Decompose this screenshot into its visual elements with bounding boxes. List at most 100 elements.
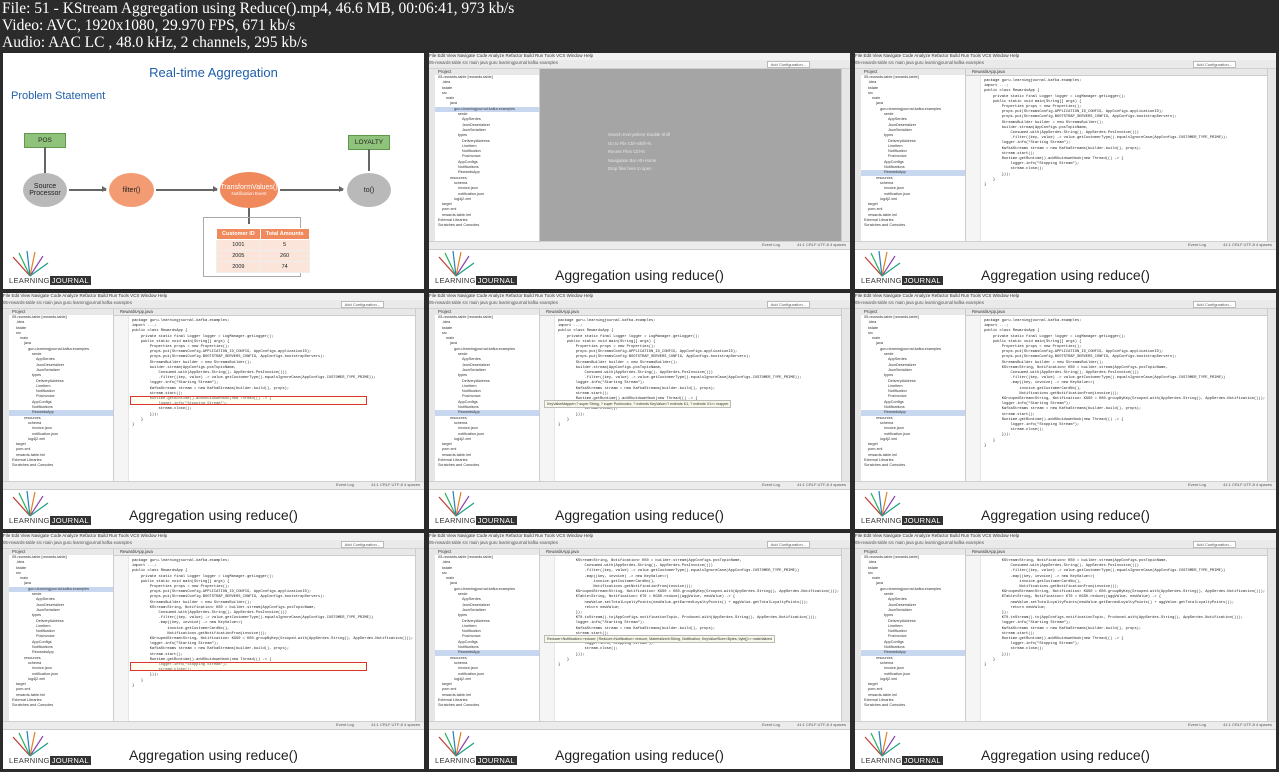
breadcrumb[interactable]: 05-rewards-table src main java guru lear… [429, 540, 558, 545]
tree-item[interactable]: notification.json [32, 671, 59, 676]
tree-item[interactable]: invoice.json [458, 426, 478, 431]
tree-item[interactable]: types [32, 373, 42, 378]
tree-item[interactable]: main [446, 336, 455, 341]
tree-item[interactable]: main [872, 336, 881, 341]
tree-item[interactable]: AppSerdes [888, 117, 907, 122]
tree-item[interactable]: JsonSerializer [888, 607, 912, 612]
tree-item[interactable]: Notification [462, 629, 481, 634]
tree-item[interactable]: AppSerdes [888, 597, 907, 602]
tree-item[interactable]: .idea [868, 560, 877, 565]
tree-item[interactable]: log4j2.xml [454, 436, 472, 441]
tree-item[interactable]: java [24, 581, 31, 586]
tree-item[interactable]: AppConfigs [884, 399, 904, 404]
tab-rewardsapp[interactable]: RewardsApp.java [966, 309, 1268, 316]
tree-item[interactable]: src [868, 330, 874, 335]
tree-item[interactable]: .idea [442, 80, 451, 85]
tree-item[interactable]: schema [880, 420, 894, 425]
tab-rewardsapp[interactable]: RewardsApp.java [540, 309, 842, 316]
tree-item[interactable]: Scratches and Consoles [438, 223, 480, 228]
tree-item[interactable]: src [16, 330, 22, 335]
breadcrumb[interactable]: 05-rewards-table src main java guru lear… [855, 60, 984, 65]
tree-item[interactable]: resources [24, 415, 41, 420]
tree-item[interactable]: RewardsApp [32, 650, 54, 655]
tree-item[interactable]: kstate [868, 565, 879, 570]
code-text[interactable]: package guru.learningjournal.kafka.examp… [132, 559, 414, 689]
tree-item[interactable]: RewardsApp [435, 650, 539, 656]
event-log-button[interactable]: Event Log [761, 722, 780, 727]
tree-item[interactable]: Notification [462, 389, 481, 394]
tree-item[interactable]: schema [28, 660, 42, 665]
tree-item[interactable]: Notifications [458, 645, 479, 650]
tree-item[interactable]: AppSerdes [462, 357, 481, 362]
tree-item[interactable]: DeliveryAddress [36, 378, 64, 383]
tree-item[interactable]: target [442, 682, 452, 687]
tree-item[interactable]: LineItem [36, 383, 51, 388]
tree-item[interactable]: log4j2.xml [880, 676, 898, 681]
tree-item[interactable]: schema [454, 180, 468, 185]
right-tool-strip[interactable] [841, 69, 850, 242]
tree-item[interactable]: PosInvoice [888, 154, 907, 159]
tree-item[interactable]: resources [24, 655, 41, 660]
tree-item[interactable]: resources [450, 415, 467, 420]
tree-item[interactable]: resources [876, 655, 893, 660]
tree-item[interactable]: main [872, 96, 881, 101]
tree-item[interactable]: Notifications [458, 405, 479, 410]
event-log-button[interactable]: Event Log [1187, 242, 1206, 247]
tree-item[interactable]: Scratches and Consoles [438, 463, 480, 468]
menu-bar[interactable]: File Edit View Navigate Code Analyze Ref… [3, 533, 424, 540]
tree-item[interactable]: pom.xml [442, 687, 457, 692]
navigation-toolbar[interactable]: 05-rewards-table src main java guru lear… [429, 540, 850, 549]
tree-item[interactable]: Scratches and Consoles [864, 463, 906, 468]
code-text[interactable]: package guru.learningjournal.kafka.examp… [132, 319, 414, 428]
menu-bar[interactable]: File Edit View Navigate Code Analyze Ref… [855, 53, 1276, 60]
tree-item[interactable]: types [884, 133, 894, 138]
tree-item[interactable]: kstate [868, 325, 879, 330]
tree-item[interactable]: java [450, 101, 457, 106]
tree-item[interactable]: AppConfigs [884, 159, 904, 164]
menu-bar[interactable]: File Edit View Navigate Code Analyze Ref… [429, 293, 850, 300]
tree-item[interactable]: JsonSerializer [36, 367, 60, 372]
navigation-toolbar[interactable]: 05-rewards-table src main java guru lear… [855, 60, 1276, 69]
tree-item[interactable]: guru.learningjournal.kafka.examples [880, 346, 941, 351]
event-log-button[interactable]: Event Log [761, 242, 780, 247]
tree-item[interactable]: pom.xml [442, 447, 457, 452]
navigation-toolbar[interactable]: 05-rewards-table src main java guru lear… [3, 300, 424, 309]
tree-item[interactable]: notification.json [884, 191, 911, 196]
tree-item[interactable]: types [458, 613, 468, 618]
tree-item[interactable]: serde [458, 592, 468, 597]
tree-item[interactable]: RewardsApp [9, 410, 113, 416]
tree-item[interactable]: 05-rewards-table [rewards-table] [864, 555, 919, 559]
tree-item[interactable]: notification.json [884, 671, 911, 676]
tree-item[interactable]: Notifications [32, 645, 53, 650]
navigation-toolbar[interactable]: 05-rewards-table src main java guru lear… [429, 60, 850, 69]
tree-item[interactable]: guru.learningjournal.kafka.examples [435, 106, 539, 113]
tree-item[interactable]: main [446, 96, 455, 101]
tab-rewardsapp[interactable]: RewardsApp.java [114, 549, 416, 556]
tree-item[interactable]: kstate [442, 325, 453, 330]
tree-item[interactable]: External Libraries [438, 698, 468, 703]
tab-rewardsapp[interactable]: RewardsApp.java [966, 69, 1268, 76]
tree-item[interactable]: rewards-table.iml [868, 452, 897, 457]
tree-item[interactable]: LineItem [888, 623, 903, 628]
tree-item[interactable]: AppConfigs [884, 639, 904, 644]
tree-item[interactable]: src [868, 570, 874, 575]
add-configuration-button[interactable]: Add Configuration... [766, 61, 810, 68]
tab-rewardsapp[interactable]: RewardsApp.java [540, 549, 842, 556]
tree-item[interactable]: DeliveryAddress [462, 618, 490, 623]
tree-item[interactable]: guru.learningjournal.kafka.examples [454, 346, 515, 351]
tree-item[interactable]: AppConfigs [32, 639, 52, 644]
tree-item[interactable]: PosInvoice [888, 394, 907, 399]
tree-item[interactable]: guru.learningjournal.kafka.examples [28, 346, 89, 351]
tree-item[interactable]: 05-rewards-table [rewards-table] [864, 315, 919, 319]
tree-item[interactable]: invoice.json [32, 426, 52, 431]
tree-item[interactable]: LineItem [462, 383, 477, 388]
event-log-button[interactable]: Event Log [335, 482, 354, 487]
